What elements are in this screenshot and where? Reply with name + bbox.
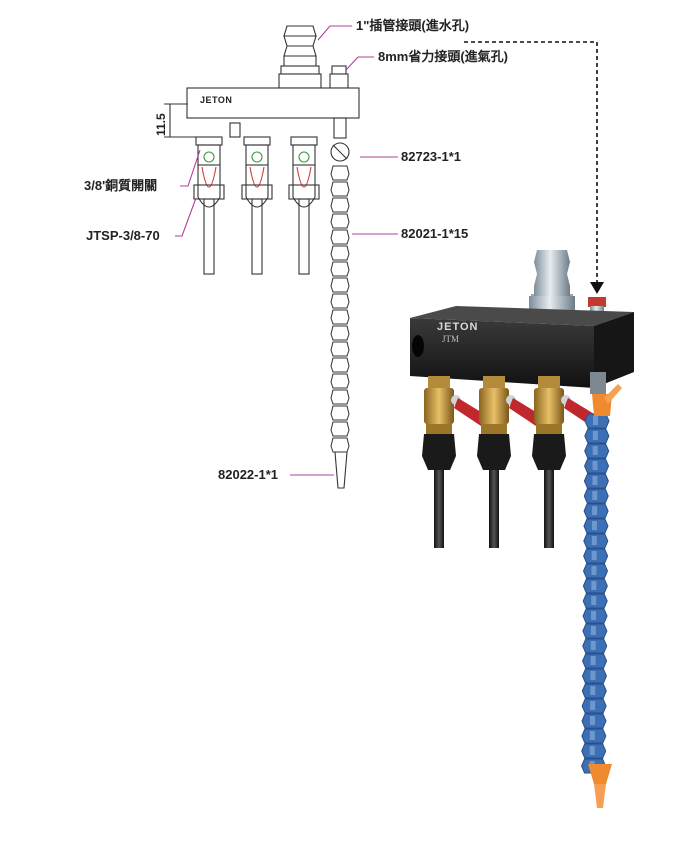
- dimension-label: 11.5: [154, 113, 168, 136]
- segmented-hose-drawing: [330, 165, 350, 453]
- hose-segment-drawing: [330, 373, 350, 389]
- hose-segment-drawing: [330, 181, 350, 197]
- leader-lines: [175, 25, 398, 476]
- hose-segment-drawing: [330, 197, 350, 213]
- leader-air-inlet: [345, 56, 374, 71]
- dashed-arrow: [464, 41, 604, 294]
- hose-segment-drawing: [330, 213, 350, 229]
- product-photo: [410, 250, 634, 808]
- manifold-front-face: [410, 318, 594, 388]
- line-drawing: [164, 25, 360, 489]
- leader-nozzle: [175, 197, 197, 237]
- leader-water-inlet: [317, 25, 352, 41]
- leader-valve: [180, 149, 201, 187]
- manifold-side-face: [594, 312, 634, 388]
- hose-tip-drawing: [334, 451, 348, 489]
- label-part-82021: 82021-1*15: [401, 226, 469, 241]
- hose-segment-drawing: [330, 325, 350, 341]
- manifold-block-drawing: [186, 87, 360, 119]
- valve-assemblies-drawing: [193, 136, 320, 275]
- hose-segment-drawing: [330, 165, 350, 181]
- label-part-82022: 82022-1*1: [218, 467, 278, 482]
- brass-valves: [422, 376, 604, 548]
- hose-segment-drawing: [330, 293, 350, 309]
- hose-segment-drawing: [330, 309, 350, 325]
- coolant-hose: [581, 413, 610, 774]
- hose-segment-drawing: [330, 421, 350, 437]
- hose-valve: [590, 372, 622, 416]
- brand-logo-drawing: JETON: [200, 95, 233, 105]
- label-water-inlet: 1"插管接頭(進水孔): [356, 18, 470, 33]
- hose-segment-drawing: [330, 229, 350, 245]
- label-part-82723: 82723-1*1: [401, 149, 461, 164]
- hose-valve-drawing: [330, 117, 350, 162]
- hose-segment-drawing: [330, 277, 350, 293]
- hose-segment-drawing: [330, 245, 350, 261]
- hose-segment-drawing: [330, 341, 350, 357]
- label-nozzle: JTSP-3/8-70: [86, 228, 160, 243]
- brand-logo: JETON: [437, 321, 479, 333]
- hose-segment-drawing: [330, 389, 350, 405]
- brand-logo-sub: JTM: [442, 334, 460, 344]
- brass-valve: [532, 376, 604, 548]
- air-inlet-fitting-drawing: [329, 65, 349, 89]
- water-inlet-barb-drawing: [278, 25, 322, 89]
- dimension-bracket: [164, 103, 196, 138]
- label-air-inlet: 8mm省力接頭(進氣孔): [378, 49, 509, 64]
- hose-segment-drawing: [330, 357, 350, 373]
- hose-segment-drawing: [330, 437, 350, 453]
- hose-segment-drawing: [330, 261, 350, 277]
- hose-segment-drawing: [330, 405, 350, 421]
- label-valve: 3/8'銅質開關: [84, 178, 158, 193]
- manifold-top-face: [410, 306, 634, 326]
- hose-nozzle-tip: [588, 764, 612, 808]
